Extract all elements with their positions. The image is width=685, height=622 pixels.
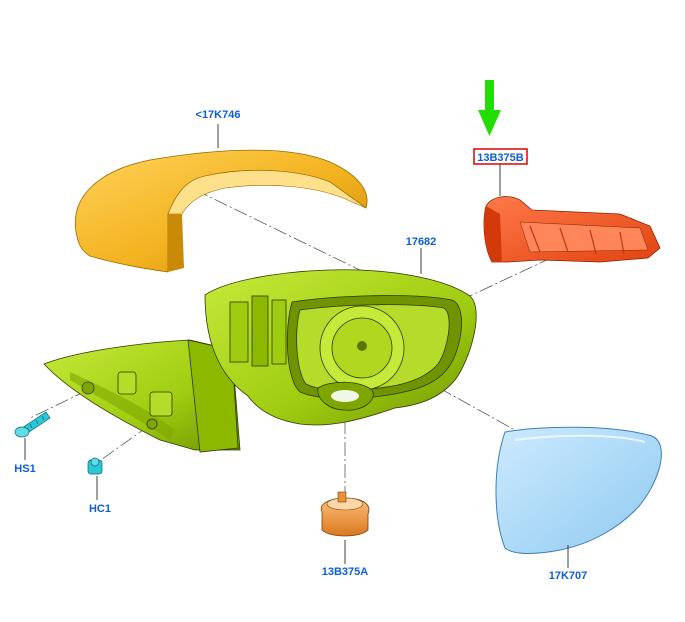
callout-cap[interactable]: <17K746 — [196, 109, 241, 121]
mirror-glass-part — [495, 426, 662, 554]
clip-part — [87, 457, 103, 475]
callout-signal-lamp[interactable]: 13B375B — [477, 152, 524, 164]
adjustment-motor-part — [320, 491, 370, 537]
turn-signal-lamp-part — [483, 196, 661, 263]
down-arrow-icon — [478, 80, 501, 136]
screw-part — [14, 411, 51, 438]
callout-screw[interactable]: HS1 — [14, 463, 35, 475]
highlight-box — [473, 148, 528, 165]
mirror-housing-part — [43, 269, 477, 453]
mirror-cap-part — [74, 149, 368, 273]
callout-labels: <17K746 17682 13B375B 13B375A 17K707 HS1… — [14, 109, 587, 582]
callout-motor[interactable]: 13B375A — [322, 566, 369, 578]
callout-glass[interactable]: 17K707 — [549, 570, 588, 582]
callout-clip[interactable]: HC1 — [89, 503, 111, 515]
callout-housing[interactable]: 17682 — [406, 236, 437, 248]
callout-leaders — [24, 124, 569, 568]
